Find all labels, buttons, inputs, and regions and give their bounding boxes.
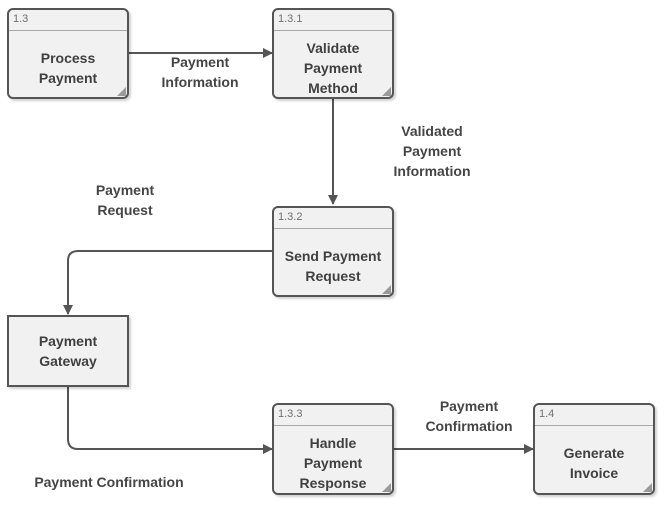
process-label: Generate Invoice (563, 445, 625, 481)
flow-arrow-payment-request (63, 250, 272, 315)
process-id-divider (274, 228, 392, 229)
process-id-divider (274, 425, 392, 426)
corner-marker (382, 483, 391, 492)
flow-label-payment-confirmation: Payment Confirmation (34, 474, 184, 490)
process-id: 1.3.1 (278, 13, 303, 25)
payment-gateway-entity[interactable]: Payment Gateway (7, 315, 129, 387)
flow-label-payment-confirmation-right: Payment Confirmation (425, 398, 513, 434)
corner-marker (382, 285, 391, 294)
flow-arrow-payment-confirmation-to-handler (67, 387, 273, 454)
process-id-divider (9, 30, 127, 31)
entity-label: Payment Gateway (38, 333, 98, 369)
process-id: 1.3.3 (278, 408, 303, 420)
process-label: Send Payment Request (284, 248, 382, 284)
corner-marker (382, 87, 391, 96)
corner-marker (117, 87, 126, 96)
send-payment-request-node[interactable]: 1.3.2 Send Payment Request (272, 206, 394, 297)
process-id: 1.3 (13, 13, 29, 25)
flow-label-validated-payment-information: Validated Payment Information (393, 123, 471, 179)
process-id-divider (274, 30, 392, 31)
process-id: 1.4 (539, 408, 555, 420)
corner-marker (643, 483, 652, 492)
process-label: Process Payment (38, 50, 98, 86)
process-payment-node[interactable]: 1.3 Process Payment (7, 8, 129, 99)
process-label: Handle Payment Response (299, 435, 367, 491)
flow-label-payment-request: Payment Request (95, 182, 155, 218)
validate-payment-method-node[interactable]: 1.3.1 Validate Payment Method (272, 8, 394, 99)
handle-payment-response-node[interactable]: 1.3.3 Handle Payment Response (272, 403, 394, 495)
generate-invoice-node[interactable]: 1.4 Generate Invoice (533, 403, 655, 495)
process-id: 1.3.2 (278, 211, 303, 223)
flow-label-payment-information: Payment Information (161, 54, 239, 90)
process-label: Validate Payment Method (303, 40, 363, 96)
process-id-divider (535, 425, 653, 426)
